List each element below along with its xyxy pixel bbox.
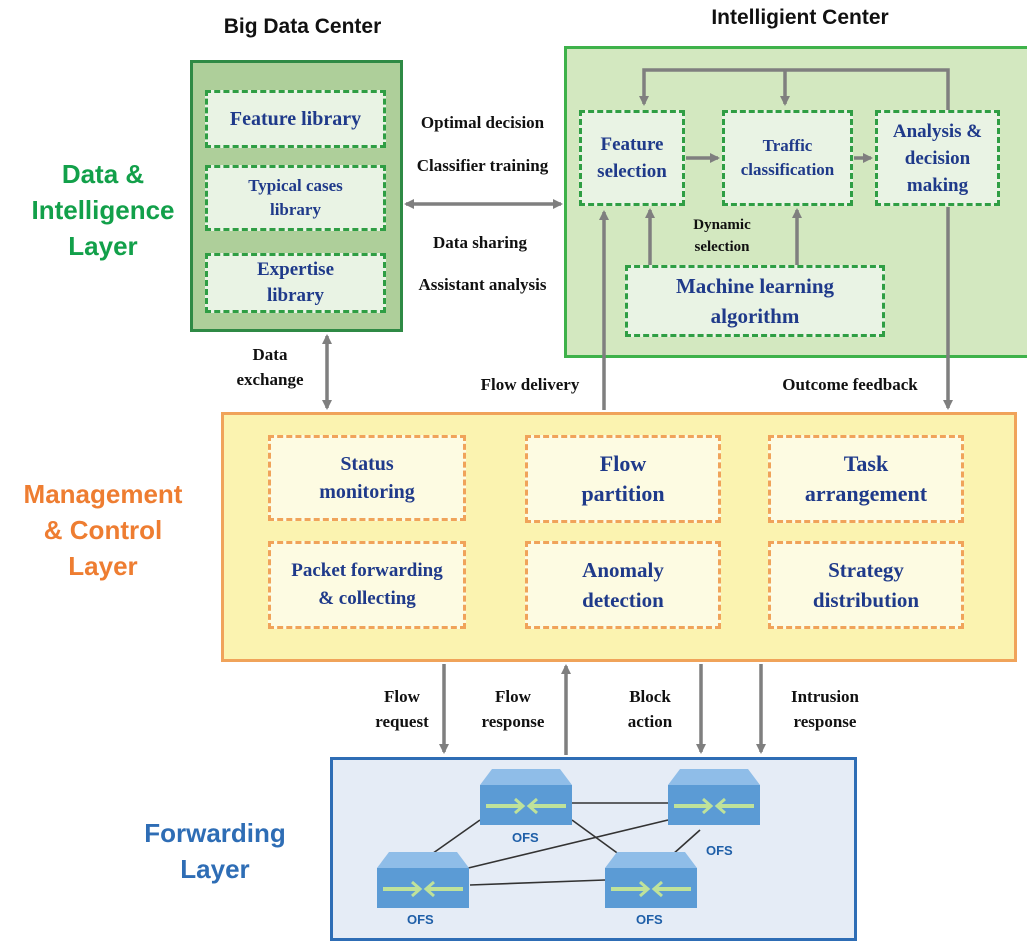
forwarding-layer-label: Forwarding Layer [144, 818, 286, 884]
flow-request-label: Flow request [375, 687, 429, 731]
big-data-center-title: Big Data Center [223, 15, 382, 38]
ofs-label-top-right: OFS [706, 843, 733, 858]
task-arrangement-box: Task arrangement [768, 435, 964, 523]
switch-link [671, 829, 701, 856]
feature-library-box: Feature library [205, 90, 386, 148]
feature-selection-box: Feature selection [579, 110, 685, 206]
optimal-decision-label: Optimal decision [420, 113, 545, 132]
switch-top-right [668, 769, 760, 825]
management-control-layer-label: Management & Control Layer [23, 479, 183, 581]
decision-loop-line [639, 68, 950, 110]
intelligent-center-title: Intelligient Center [711, 6, 889, 29]
flow-response-label: Flow response [481, 687, 545, 731]
outcome-feedback-label: Outcome feedback [782, 375, 918, 394]
switch-link [459, 819, 669, 871]
assistant-analysis-label: Assistant analysis [418, 275, 547, 294]
switch-top-left [480, 769, 572, 825]
typical-cases-library-box: Typical cases library [205, 165, 386, 231]
ofs-label-bottom-left: OFS [407, 912, 434, 927]
data-intelligence-layer-label: Data & Intelligence Layer [31, 159, 175, 261]
dynamic-selection-label: Dynamic selection [693, 217, 751, 255]
strategy-distribution-box: Strategy distribution [768, 541, 964, 629]
switch-bottom-right [605, 852, 697, 908]
switch-link [469, 879, 606, 886]
machine-learning-box: Machine learning algorithm [625, 265, 885, 337]
anomaly-detection-box: Anomaly detection [525, 541, 721, 629]
traffic-classification-box: Traffic classification [722, 110, 853, 206]
packet-forwarding-box: Packet forwarding & collecting [268, 541, 466, 629]
switch-bottom-left [377, 852, 469, 908]
data-sharing-label: Data sharing [433, 233, 527, 252]
ofs-label-top-left: OFS [512, 830, 539, 845]
intrusion-response-label: Intrusion response [790, 687, 860, 731]
status-monitoring-box: Status monitoring [268, 435, 466, 521]
flow-delivery-label: Flow delivery [480, 375, 580, 394]
classifier-training-label: Classifier training [416, 156, 549, 175]
forwarding-layer-panel [330, 757, 857, 941]
data-exchange-label: Data exchange [236, 345, 304, 389]
analysis-decision-box: Analysis & decision making [875, 110, 1000, 206]
expertise-library-box: Expertise library [205, 253, 386, 313]
flow-partition-box: Flow partition [525, 435, 721, 523]
ofs-label-bottom-right: OFS [636, 912, 663, 927]
block-action-label: Block action [627, 687, 673, 731]
